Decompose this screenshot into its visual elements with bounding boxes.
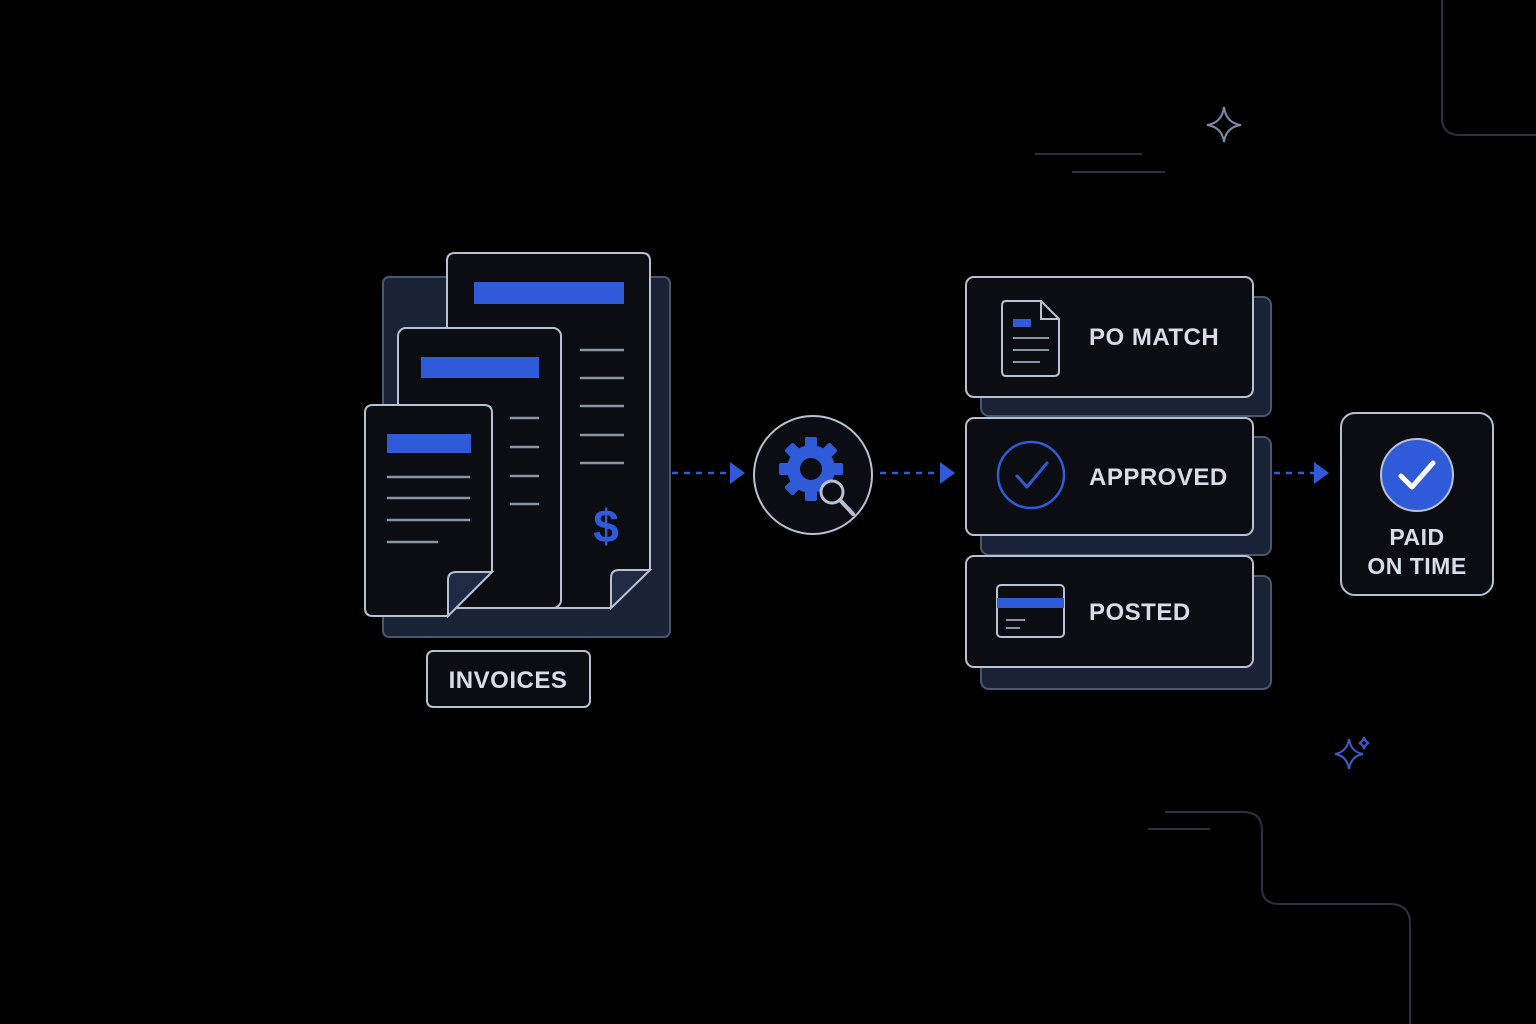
sparkle-icon [1206, 106, 1242, 143]
result-label-line1: PAID [1389, 524, 1444, 550]
step-card-po-match: PO MATCH [965, 276, 1272, 417]
invoice-stack: $ IN [364, 252, 671, 708]
card-icon [996, 584, 1065, 638]
step-card-posted: POSTED [965, 555, 1272, 690]
flow-arrow-3 [1274, 462, 1329, 484]
step-label-po-match: PO MATCH [1089, 324, 1219, 351]
document-icon [1001, 300, 1060, 377]
result-label-line2: ON TIME [1367, 553, 1466, 579]
invoices-label: INVOICES [426, 650, 591, 708]
step-card-approved: APPROVED [965, 417, 1272, 556]
corner-line-bottom-right [1165, 811, 1411, 1024]
step-label-posted: POSTED [1089, 599, 1191, 626]
result-card-paid-on-time: PAID ON TIME [1340, 412, 1494, 596]
invoice-document-front [364, 404, 495, 619]
dollar-icon: $ [593, 500, 619, 552]
sparkle-small-icon [1334, 736, 1370, 770]
decorative-lines [1035, 0, 1536, 1024]
corner-line-top-right [1441, 0, 1536, 136]
flow-arrow-1 [672, 462, 745, 484]
check-circle-icon [996, 440, 1066, 510]
invoices-label-text: INVOICES [449, 667, 568, 694]
step-label-approved: APPROVED [1089, 464, 1228, 491]
flow-arrow-2 [880, 462, 955, 484]
gear-magnifier-icon [753, 415, 873, 535]
check-badge-icon [1380, 438, 1454, 512]
